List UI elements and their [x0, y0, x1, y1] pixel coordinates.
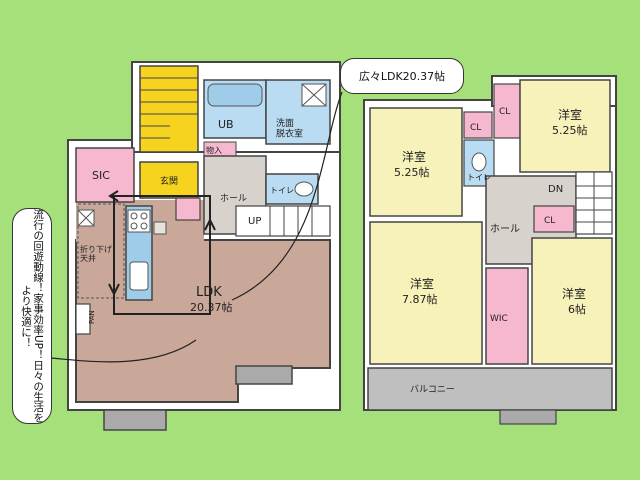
room-4 [531, 237, 613, 365]
toilet-fixture-1f [294, 181, 314, 197]
kitchen-counter [125, 205, 153, 301]
balcony [367, 367, 613, 411]
label-ub: UB [218, 118, 234, 131]
label-room2-size: 5.25帖 [552, 124, 588, 137]
room-3 [369, 221, 483, 365]
label-second-hall: ホール [490, 223, 520, 235]
balcony-step [499, 409, 557, 425]
first-floor-stairs [139, 65, 199, 153]
label-room3-size: 7.87帖 [402, 293, 438, 306]
fridge-space [153, 221, 167, 235]
label-room1-size: 5.25帖 [394, 166, 430, 179]
callout-left-leader [49, 339, 197, 363]
exterior-step-2 [235, 365, 293, 385]
circulation-arrow-up [204, 217, 216, 231]
label-second-toilet: トイレ [467, 173, 491, 182]
label-cl1: CL [470, 123, 481, 133]
label-up: UP [248, 216, 261, 227]
label-entrance: 玄関 [160, 175, 178, 187]
label-sic: SIC [92, 169, 110, 182]
circulation-arrow-down [108, 283, 120, 297]
label-wic: WIC [490, 314, 508, 324]
label-cl2: CL [499, 107, 510, 117]
room-2 [519, 79, 611, 173]
closet-3 [533, 205, 575, 233]
label-pan: PAN [88, 310, 96, 324]
closet-2 [493, 83, 521, 139]
label-room4: 洋室 [562, 286, 586, 301]
callout-circulation-text: 流行の回遊動線！家事効率UP！日々の生活をより快適に！ [20, 209, 45, 423]
label-room1: 洋室 [402, 149, 426, 164]
entrance-storage [175, 197, 201, 221]
up-stairs [235, 205, 331, 237]
circulation-route [113, 195, 211, 315]
callout-ldk-text: 広々LDK20.37帖 [358, 70, 446, 83]
label-first-hall: ホール [220, 193, 247, 204]
walk-in-closet [485, 267, 529, 365]
pan-box [75, 303, 91, 335]
entrance-area [139, 161, 199, 199]
callout-ldk: 広々LDK20.37帖 [340, 58, 464, 94]
callout-circulation: 流行の回遊動線！家事効率UP！日々の生活をより快適に！ [12, 208, 52, 424]
label-ldk: LDK [196, 285, 222, 300]
closet-1 [463, 111, 493, 139]
label-balcony: バルコニー [410, 384, 455, 395]
dn-stairs [575, 171, 613, 235]
exterior-step-1 [103, 409, 167, 431]
label-cl3: CL [544, 216, 555, 226]
label-room4-size: 6帖 [568, 303, 586, 316]
label-room2: 洋室 [558, 107, 582, 122]
label-ldk-size: 20.37帖 [190, 301, 233, 314]
label-dn: DN [548, 184, 563, 195]
label-washroom: 洗面脱衣室 [276, 117, 303, 139]
bathtub [207, 83, 263, 107]
label-storage: 物入 [206, 145, 222, 155]
toilet-fixture-2f [471, 152, 487, 172]
callout-ldk-leader [231, 91, 343, 301]
label-first-toilet: トイレ [270, 186, 294, 195]
sic-closet [75, 147, 135, 203]
room-1 [369, 107, 463, 217]
label-room3: 洋室 [410, 276, 434, 291]
label-fold-ceiling: 折り下げ天井 [80, 244, 112, 263]
